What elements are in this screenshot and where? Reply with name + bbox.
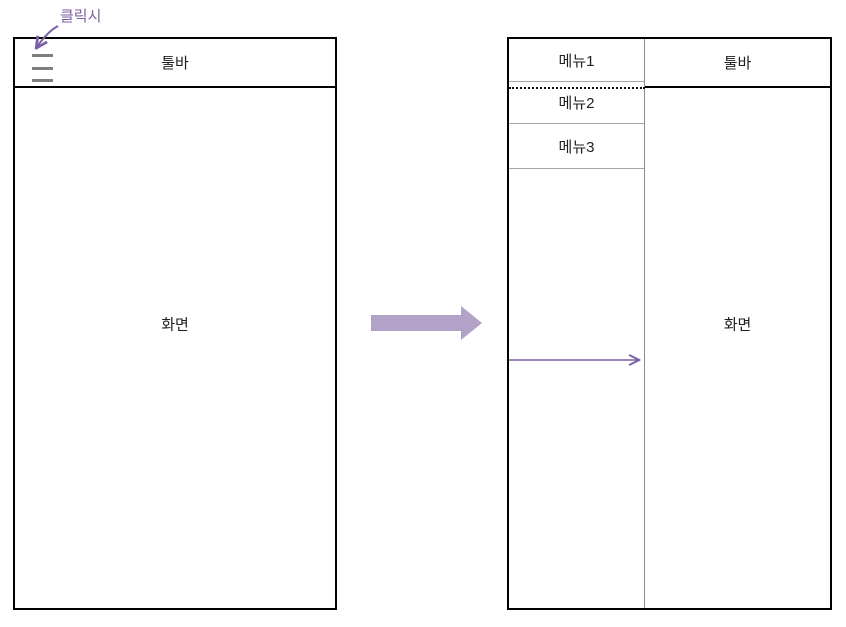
before-screen-label: 화면 [161,316,189,333]
before-phone-panel: 툴바 화면 [13,37,337,610]
drawer-open-arrow-icon [509,352,649,368]
toolbar-boundary-dotted-line [509,87,645,89]
after-toolbar-title: 툴바 [723,55,752,72]
drawer-menu-item-3[interactable]: 메뉴3 [509,124,644,169]
hamburger-menu-icon[interactable] [32,54,53,82]
before-toolbar-title: 툴바 [161,55,189,72]
after-screen-label: 화면 [723,316,752,333]
click-annotation-label: 클릭시 [60,8,102,25]
drawer-menu: 메뉴1 메뉴2 메뉴3 [509,39,645,608]
after-phone-panel: 툴바 메뉴1 메뉴2 메뉴3 화면 [507,37,832,610]
drawer-menu-item-2[interactable]: 메뉴2 [509,82,644,124]
transition-right-block-arrow-icon [371,306,482,340]
after-toolbar: 툴바 [645,39,830,88]
click-annotation-arrow-icon [29,25,59,55]
before-toolbar: 툴바 [15,39,335,88]
drawer-menu-item-1[interactable]: 메뉴1 [509,39,644,82]
